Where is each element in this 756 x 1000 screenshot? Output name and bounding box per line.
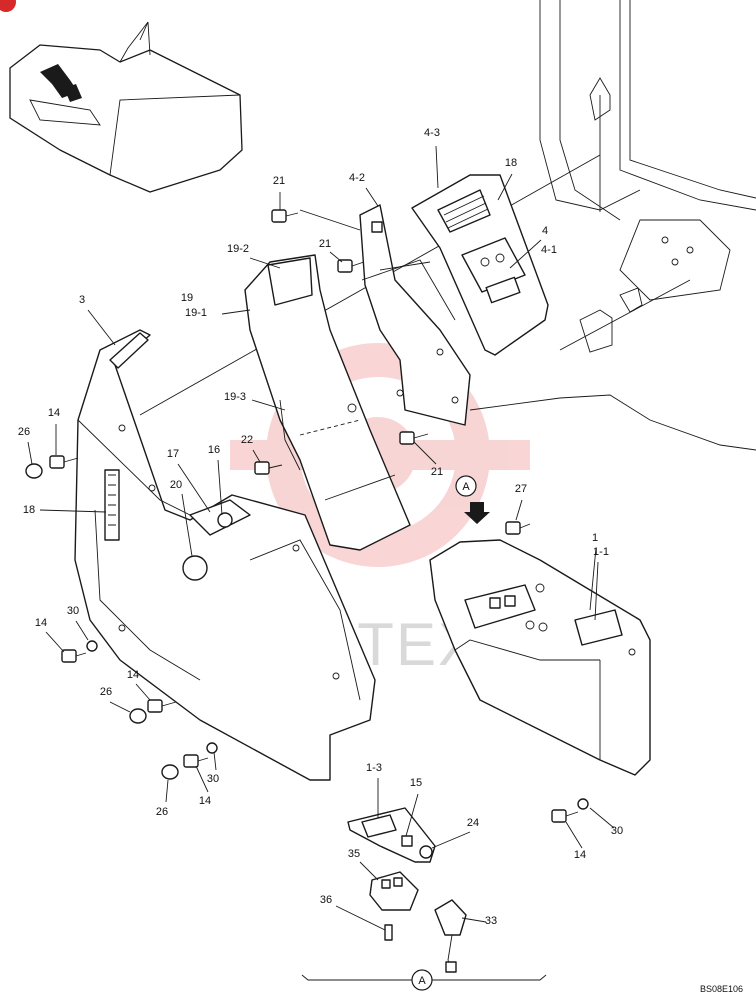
bolt-21-mid	[337, 259, 365, 273]
view-label: A	[418, 975, 426, 987]
callout-label: 17	[167, 448, 179, 460]
callout-label: 1	[592, 532, 598, 544]
callout-label: 27	[515, 483, 527, 495]
callout-label: 3	[79, 294, 85, 306]
callout-label: 30	[207, 773, 219, 785]
view-circle	[455, 475, 477, 497]
callout-label: 36	[320, 894, 332, 906]
view-markers: AA	[411, 475, 477, 991]
view-circle	[411, 969, 433, 991]
plug-26-b	[129, 708, 147, 724]
bolt-14-e	[551, 809, 579, 823]
callout-label: 19-2	[227, 243, 249, 255]
view-arrow	[464, 502, 490, 524]
bolt-14-b	[61, 649, 87, 663]
bolt-21-top	[271, 209, 299, 223]
leader-lines	[27, 95, 691, 931]
callout-label: 14	[127, 669, 139, 681]
callout-label: 15	[410, 777, 422, 789]
callout-label: 19-1	[185, 307, 207, 319]
bolt-14-d	[183, 754, 209, 768]
callout-label: 20	[170, 479, 182, 491]
callout-label: 22	[241, 434, 253, 446]
bolt-22	[254, 461, 283, 475]
callout-label: 4-3	[424, 127, 440, 139]
callout-label: 18	[23, 504, 35, 516]
callout-label: 26	[18, 426, 30, 438]
callout-label: 35	[348, 848, 360, 860]
part-19-duct	[244, 254, 411, 551]
callout-label: 19	[181, 292, 193, 304]
callout-label: 14	[574, 849, 586, 861]
view-label: A	[462, 481, 470, 493]
callout-label: 14	[35, 617, 47, 629]
drawing-code: BS08E106	[700, 984, 743, 994]
inset-machine-view	[9, 21, 243, 193]
bolt-14-c	[147, 699, 177, 713]
callout-label: 33	[485, 915, 497, 927]
callout-label: 24	[467, 817, 479, 829]
callout-label: 1-1	[593, 546, 609, 558]
callout-label: 19-3	[224, 391, 246, 403]
washer-30-a	[86, 640, 98, 652]
part-4-3-console	[411, 174, 549, 356]
detail-a-parts	[301, 807, 547, 981]
callout-label: 21	[273, 175, 285, 187]
washer-30-b	[206, 742, 218, 754]
cab-frame	[139, 0, 756, 451]
part-4-2-bracket	[359, 204, 471, 426]
corner-marker	[0, 0, 16, 12]
washer-30-c	[577, 798, 589, 810]
part-3-side-cover	[74, 329, 376, 781]
bolt-21-low	[399, 431, 429, 445]
callout-label: 4	[542, 225, 548, 237]
callout-label: 16	[208, 444, 220, 456]
part-1-right-console	[429, 539, 651, 776]
fasteners	[25, 209, 589, 823]
callout-label: 30	[67, 605, 79, 617]
bolt-14-a	[49, 455, 79, 469]
callout-label: 21	[319, 238, 331, 250]
callout-label: 14	[48, 407, 60, 419]
bolt-27	[505, 521, 531, 535]
callout-label: 18	[505, 157, 517, 169]
callout-label: 26	[100, 686, 112, 698]
callout-label: 21	[431, 466, 443, 478]
callout-label: 30	[611, 825, 623, 837]
callout-label: 1-3	[366, 762, 382, 774]
callout-label: 4-1	[541, 244, 557, 256]
plug-26-c	[161, 764, 179, 780]
callout-label: 14	[199, 795, 211, 807]
callout-label: 26	[156, 806, 168, 818]
callout-label: 4-2	[349, 172, 365, 184]
callout-labels: 21 4-2 4-3 18 4 4-1 21 19-2 19 19-1 3 19-3 14 26 22 16 1…	[18, 127, 623, 927]
plug-26-a	[25, 463, 43, 479]
